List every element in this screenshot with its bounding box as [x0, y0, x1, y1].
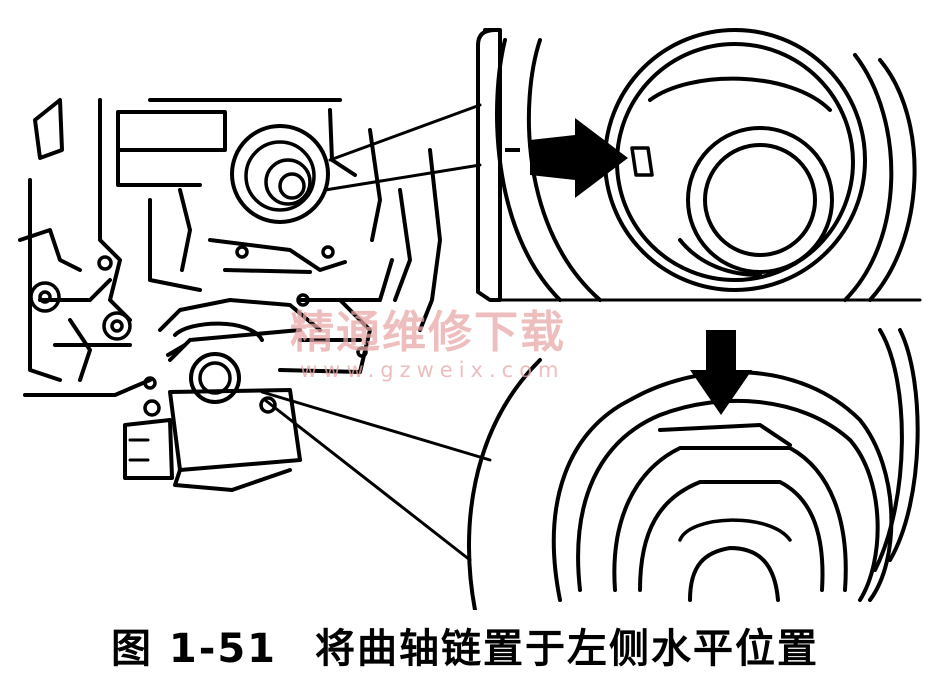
watermark-url: www.gzweix.com	[300, 358, 565, 382]
engine-diagram	[18, 28, 922, 610]
figure-number: 图 1-51	[110, 626, 278, 672]
lower-housing	[123, 388, 302, 492]
watermark-text: 精通维修下载	[290, 307, 566, 358]
engine-block-outline	[18, 98, 442, 397]
timing-arrow-bottom	[690, 330, 752, 415]
camshaft-detail-panel	[476, 28, 922, 302]
block-bolts	[29, 245, 368, 417]
figure-caption: 图 1-51 将曲轴链置于左侧水平位置	[0, 612, 930, 678]
timing-arrow-top	[505, 118, 628, 198]
caption-text: 将曲轴链置于左侧水平位置	[315, 626, 820, 672]
camshaft-sprocket	[230, 124, 330, 224]
callout-leaders	[260, 103, 492, 562]
